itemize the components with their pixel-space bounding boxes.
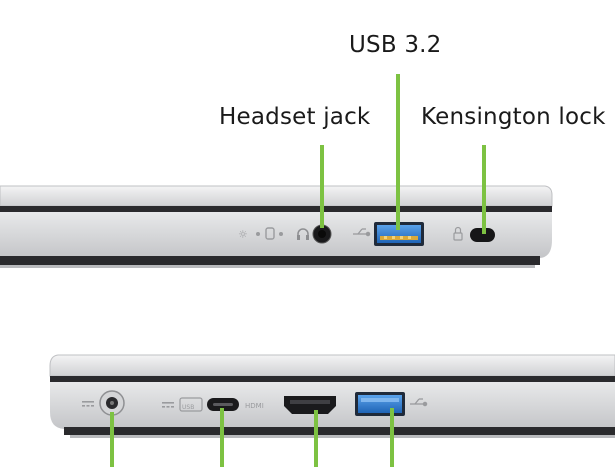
status-led-icons: ☼ xyxy=(238,227,283,241)
laptop-right-side: ☼ xyxy=(0,185,553,268)
kensington-lock-label: Kensington lock xyxy=(421,104,606,130)
usb-symbol-icon-left xyxy=(410,398,428,407)
laptop-left-side: USB HDMI xyxy=(49,354,615,438)
base-bottom-edge-left xyxy=(64,427,615,435)
usb-c-icons: USB xyxy=(162,397,203,412)
dc-in-icon xyxy=(82,401,94,407)
hdmi-icon: HDMI xyxy=(245,402,264,410)
kensington-lock-slot xyxy=(470,228,495,242)
svg-text:☼: ☼ xyxy=(238,228,248,241)
headset-jack-label: Headset jack xyxy=(219,104,371,130)
usb-symbol-icon xyxy=(353,228,371,237)
svg-text:USB: USB xyxy=(182,404,194,411)
laptop-base xyxy=(0,212,552,258)
headset-icon xyxy=(297,228,309,240)
lock-icon xyxy=(453,226,463,241)
laptop-lid xyxy=(0,185,553,207)
laptop-lid-left xyxy=(49,354,615,377)
usb-label: USB 3.2 xyxy=(349,32,442,58)
lid-seam-left xyxy=(50,376,615,382)
lid-seam xyxy=(0,206,552,212)
hdmi-port xyxy=(284,396,336,414)
callout-lines xyxy=(110,74,486,467)
base-bottom-edge xyxy=(0,256,540,265)
